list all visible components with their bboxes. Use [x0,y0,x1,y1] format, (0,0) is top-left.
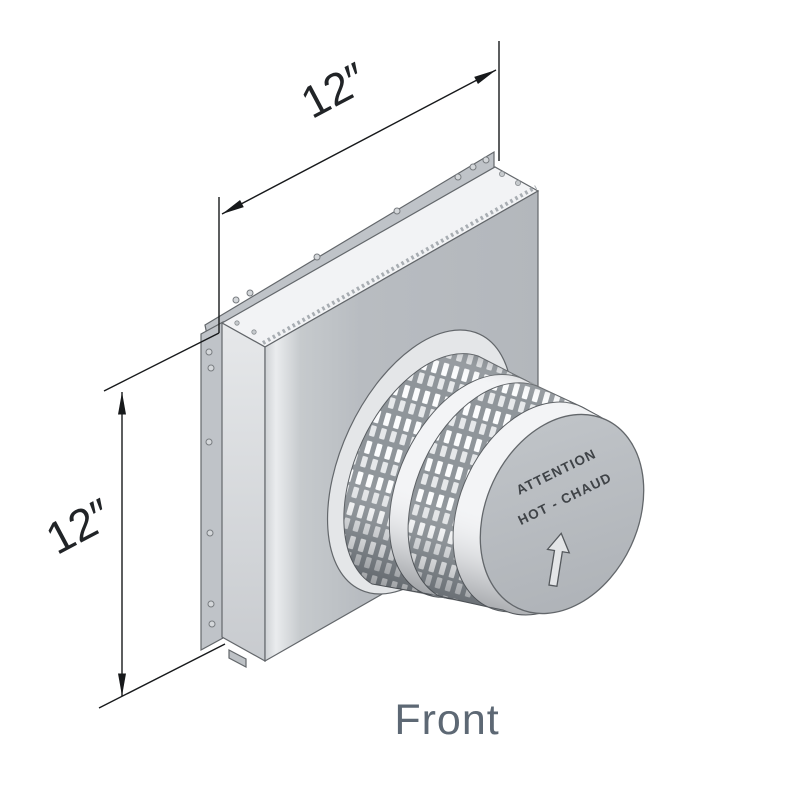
dimension-arrow-line [221,69,497,215]
extension-line [103,332,220,392]
height-dimension-label: 12″ [38,488,120,564]
serrated-edge [262,185,537,345]
up-arrow-icon [546,532,571,588]
width-dimension-label: 12″ [293,52,375,128]
left-height-dimension: 12″ [38,332,226,709]
cap-face: ATTENTION HOT - CHAUD [479,413,645,615]
front-view-label: Front [394,696,499,744]
box-left-face [221,321,266,663]
top-face-rivets [234,170,522,335]
extension-line [98,643,226,709]
cap-face-disc [479,413,645,615]
bottom-tab [228,649,247,668]
